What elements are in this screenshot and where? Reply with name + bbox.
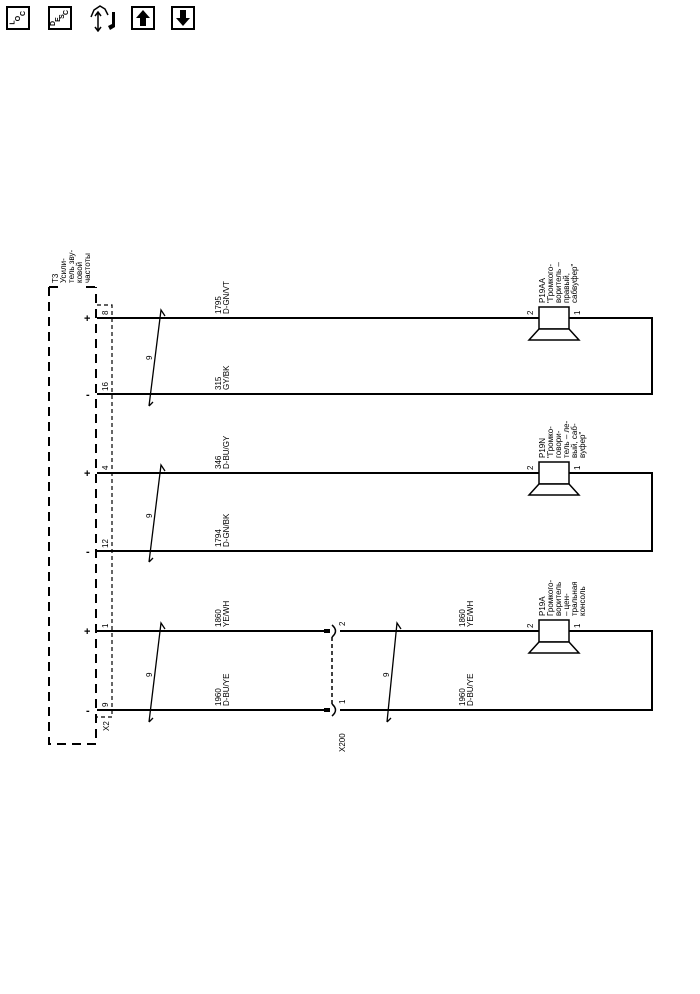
pin-label: 1 [101, 623, 110, 628]
pin-label: 1 [573, 465, 582, 470]
speaker-label: P19AA [538, 277, 547, 303]
wire-pair-1 [97, 317, 653, 395]
pin-label: 2 [526, 465, 535, 470]
twist-label: 9 [382, 672, 391, 677]
twisted-pair-marks [148, 308, 402, 723]
next-button[interactable] [171, 6, 195, 30]
speaker-label: P19A [538, 596, 547, 616]
module-label: T3 [51, 273, 60, 283]
wire-color: D-GN/VT [222, 281, 231, 314]
amplifier-module: T3 Усили- тель зву- ковой частоты X2 [48, 249, 113, 745]
speaker-label: P19N [538, 438, 547, 458]
speaker-label: вый, саб- [570, 423, 579, 458]
pins: + - + - + - 8 16 4 12 1 9 [84, 310, 110, 717]
wire-color: GY/BK [222, 365, 231, 390]
wire-color: D-BU/GY [222, 435, 231, 469]
speaker-label: говори- [554, 430, 563, 458]
pin-label: 1 [573, 623, 582, 628]
pin-label: 9 [101, 702, 110, 707]
speaker-icon [538, 306, 570, 330]
connector-service-icon [90, 5, 115, 33]
module-label: тель зву- [67, 249, 76, 283]
speaker-label: консоль [578, 586, 587, 616]
module-label: ковой [75, 262, 84, 283]
wire-color: D-BU/YE [222, 674, 231, 706]
speaker-label: сабвуфер" [570, 264, 579, 303]
wire-labels: 1795 D-GN/VT 315 GY/BK 346 D-BU/GY 1794 … [214, 281, 475, 706]
plus-sign: + [84, 468, 90, 480]
wire-pair-2 [97, 472, 653, 552]
connector-x2 [97, 304, 113, 718]
twist-label: 9 [145, 355, 154, 360]
connector-label: X2 [102, 721, 111, 731]
speaker-icon [538, 461, 570, 485]
circuit-number: 1860 [458, 609, 467, 627]
pin-label: 4 [101, 465, 110, 470]
wire-color: D-GN/BK [222, 513, 231, 547]
twist-label: 9 [145, 672, 154, 677]
circuit-number: 1794 [214, 529, 223, 547]
module-label: частоты [83, 253, 92, 283]
connector-service-button[interactable] [88, 4, 122, 33]
pin-label: 12 [101, 539, 110, 548]
wires [97, 317, 653, 711]
loc-button[interactable]: L O C [6, 6, 30, 30]
circuit-number: 1960 [214, 688, 223, 706]
pin-label: 1 [573, 310, 582, 315]
circuit-number: 1795 [214, 296, 223, 314]
speaker-label: тель – ле- [562, 420, 571, 458]
plus-sign: + [84, 626, 90, 638]
circuit-number: 315 [214, 376, 223, 390]
speaker-p19a: 2 1 P19A Громкого- воритель – цен- траль… [526, 579, 587, 654]
pin-label: 2 [526, 623, 535, 628]
speaker-label: вуфер" [578, 432, 587, 458]
plus-sign: + [84, 313, 90, 325]
desc-button[interactable]: D E S C [48, 6, 72, 30]
speaker-label: "Громкого- [546, 264, 555, 303]
speaker-icon [538, 619, 570, 643]
module-label: Усили- [59, 258, 68, 283]
speaker-p19n: 2 1 P19N "Громко- говори- тель – ле- вый… [526, 420, 587, 496]
circuit-number: 1960 [458, 688, 467, 706]
speaker-label: "Громко- [546, 426, 555, 458]
speaker-label: воритель – [554, 262, 563, 303]
arrow-down-icon [176, 10, 190, 26]
wire-color: YE/WH [466, 601, 475, 627]
minus-sign: - [86, 546, 90, 558]
pin-label: 16 [101, 382, 110, 391]
wire-color: YE/WH [222, 601, 231, 627]
pin-label: 1 [338, 699, 347, 704]
speaker-label: правый, [562, 273, 571, 303]
circuit-number: 1860 [214, 609, 223, 627]
twist-label: 9 [145, 513, 154, 518]
previous-button[interactable] [131, 6, 155, 30]
minus-sign: - [86, 705, 90, 717]
speaker-label: тральная [570, 581, 579, 616]
speaker-p19aa: 2 1 P19AA "Громкого- воритель – правый, … [526, 262, 582, 341]
pin-label: 2 [338, 621, 347, 626]
pin-label: 2 [526, 310, 535, 315]
wire-pair-3 [97, 630, 653, 711]
pin-label: 8 [101, 310, 110, 315]
speaker-label: – цен- [562, 593, 571, 616]
minus-sign: - [86, 389, 90, 401]
speaker-label: воритель [554, 582, 563, 616]
circuit-number: 346 [214, 455, 223, 469]
wire-color: D-BU/YE [466, 674, 475, 706]
inline-connector-x200: 2 1 X200 [324, 621, 347, 752]
connector-label: X200 [338, 733, 347, 752]
speaker-label: Громкого- [546, 579, 555, 616]
arrow-up-icon [136, 10, 150, 26]
